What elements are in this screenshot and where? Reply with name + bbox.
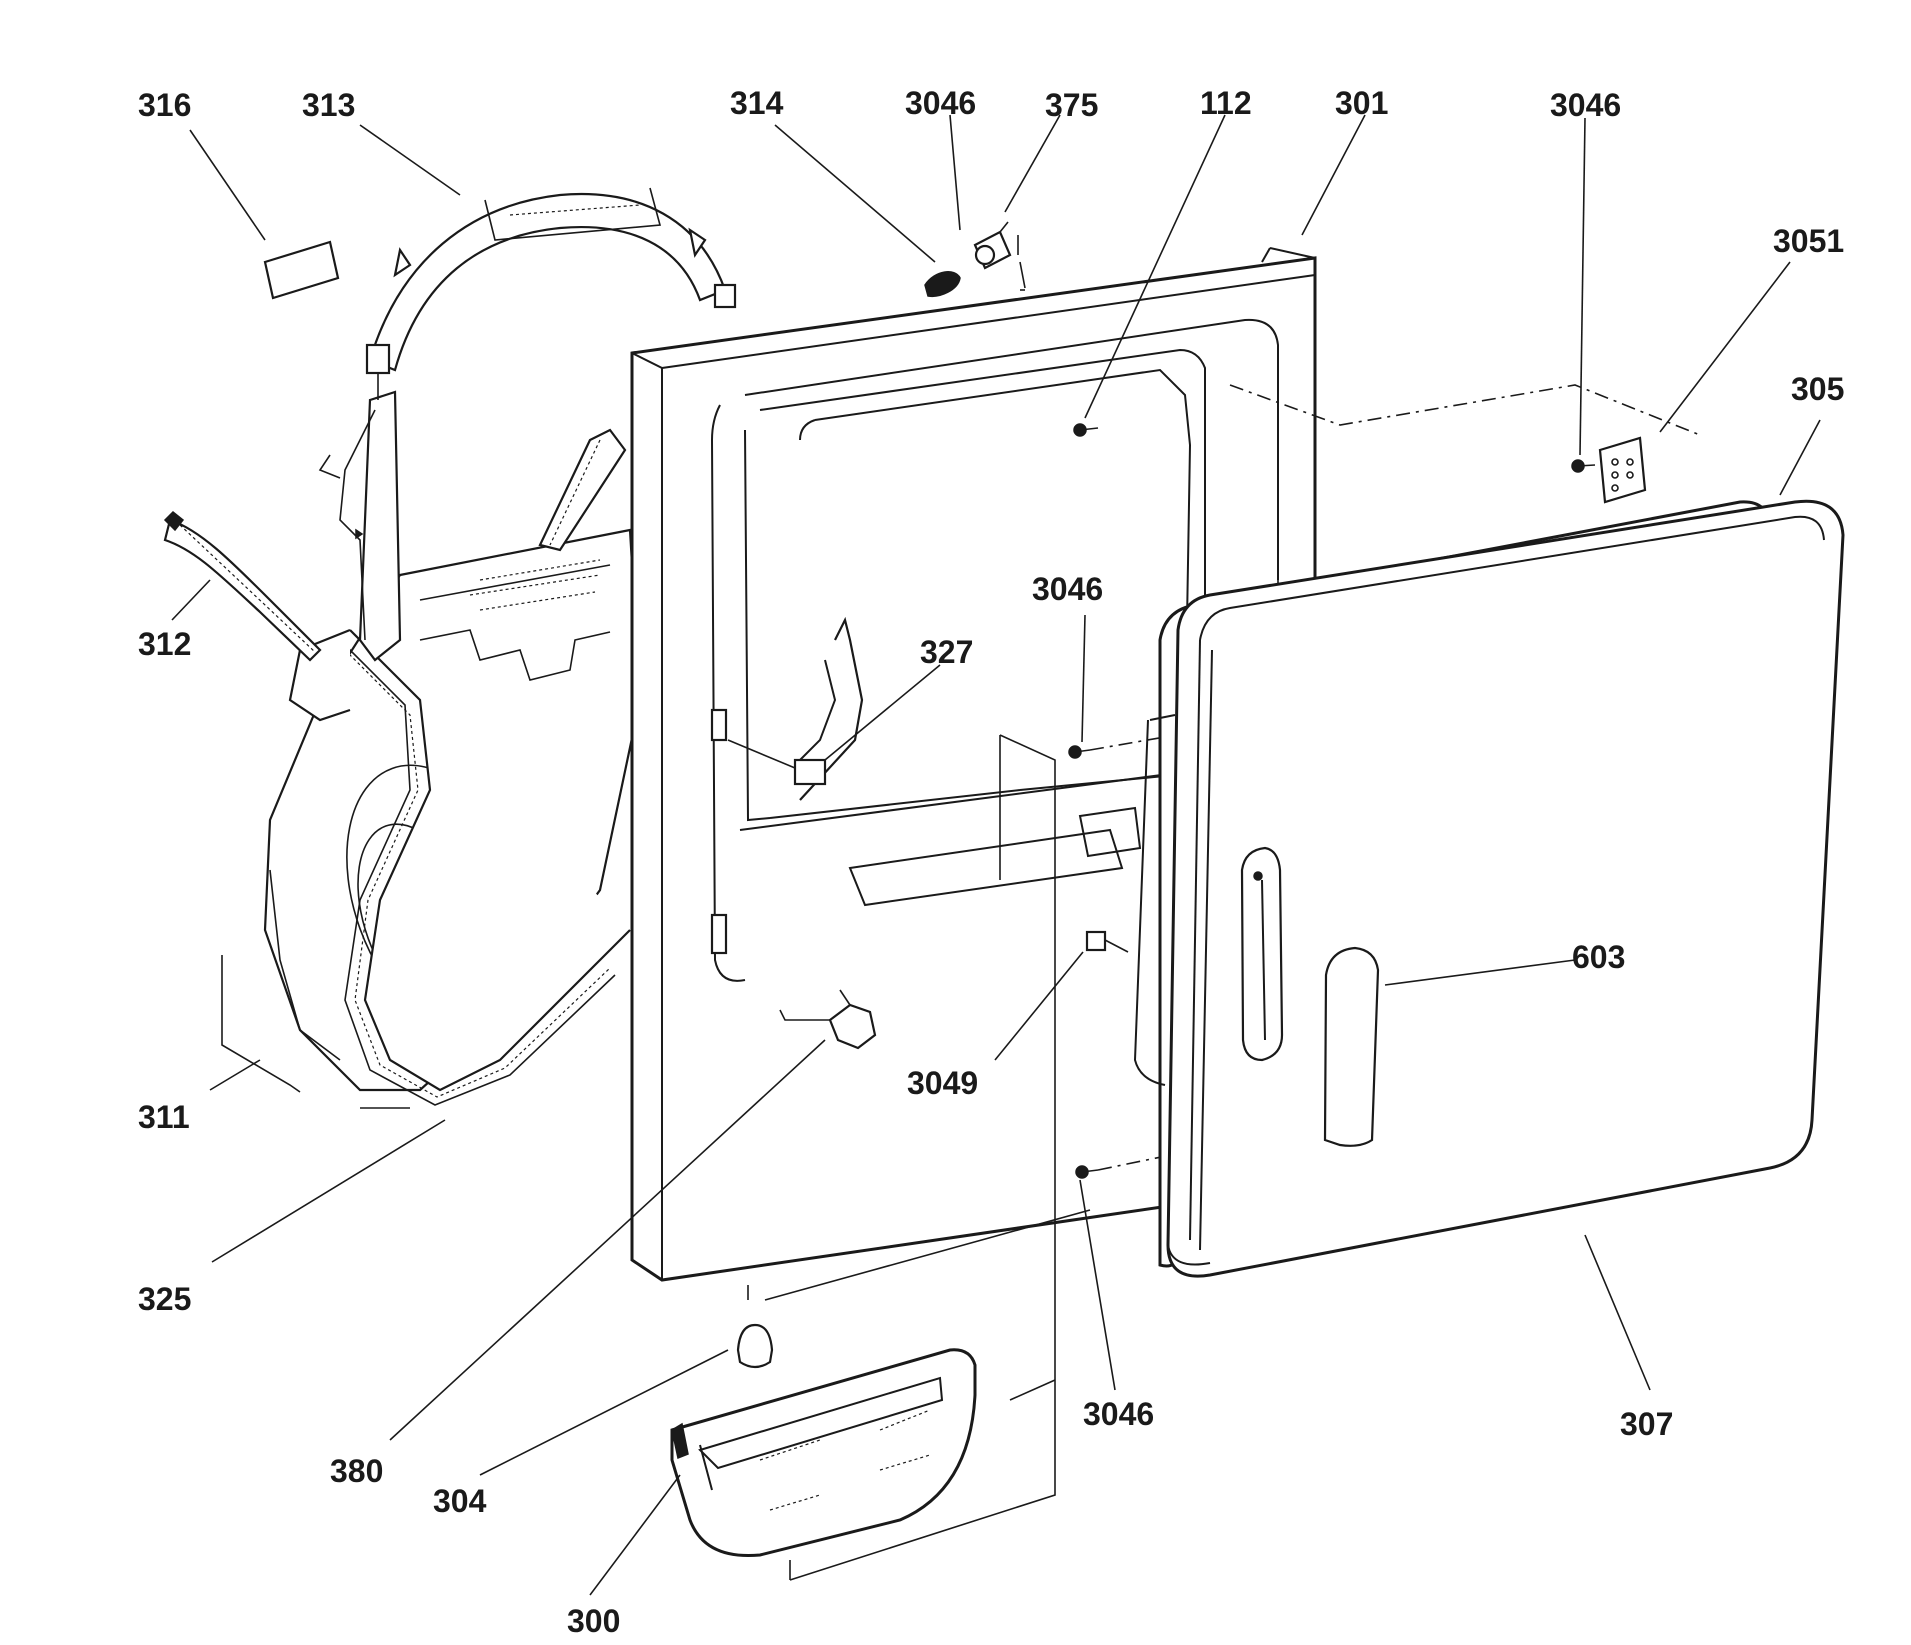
label-3049: 3049: [907, 1065, 978, 1101]
label-325: 325: [138, 1281, 191, 1317]
label-314: 314: [730, 85, 784, 121]
label-375: 375: [1045, 87, 1098, 123]
front-panel: [630, 247, 1317, 1581]
label-300: 300: [567, 1603, 620, 1639]
label-301: 301: [1335, 85, 1388, 121]
clip-327: [727, 739, 827, 786]
door-assembly: [1133, 499, 1845, 1278]
label-3046-top: 3046: [905, 85, 976, 121]
label-3051: 3051: [1773, 223, 1844, 259]
bracket-311: [221, 955, 301, 1093]
label-305: 305: [1791, 371, 1844, 407]
label-304: 304: [433, 1483, 487, 1519]
drum-front-assembly: [163, 390, 642, 1106]
label-316: 316: [138, 87, 191, 123]
label-313: 313: [302, 87, 355, 123]
label-3046-bottom: 3046: [1083, 1396, 1154, 1432]
label-603: 603: [1572, 939, 1625, 975]
label-3046-mid: 3046: [1032, 571, 1103, 607]
label-307: 307: [1620, 1406, 1673, 1442]
pad-316: [263, 240, 340, 300]
tray-300: [670, 1348, 977, 1558]
clip-3049: [1085, 930, 1129, 953]
hinge-3051: [1598, 436, 1647, 504]
switch-parts: [924, 221, 1026, 298]
leader-lines: [171, 114, 1821, 1596]
hinge-line: [1229, 384, 1701, 436]
foot-304: [736, 1323, 774, 1369]
knob-380: [779, 989, 877, 1050]
label-327: 327: [920, 634, 973, 670]
label-3046-right: 3046: [1550, 87, 1621, 123]
upper-bearing-arc: [365, 187, 737, 400]
label-311: 311: [138, 1099, 190, 1135]
label-312: 312: [138, 626, 191, 662]
label-112: 112: [1200, 85, 1252, 121]
part-labels: 316 313 314 3046 375 112 301 3046 3051 3…: [138, 85, 1844, 1639]
label-380: 380: [330, 1453, 383, 1489]
